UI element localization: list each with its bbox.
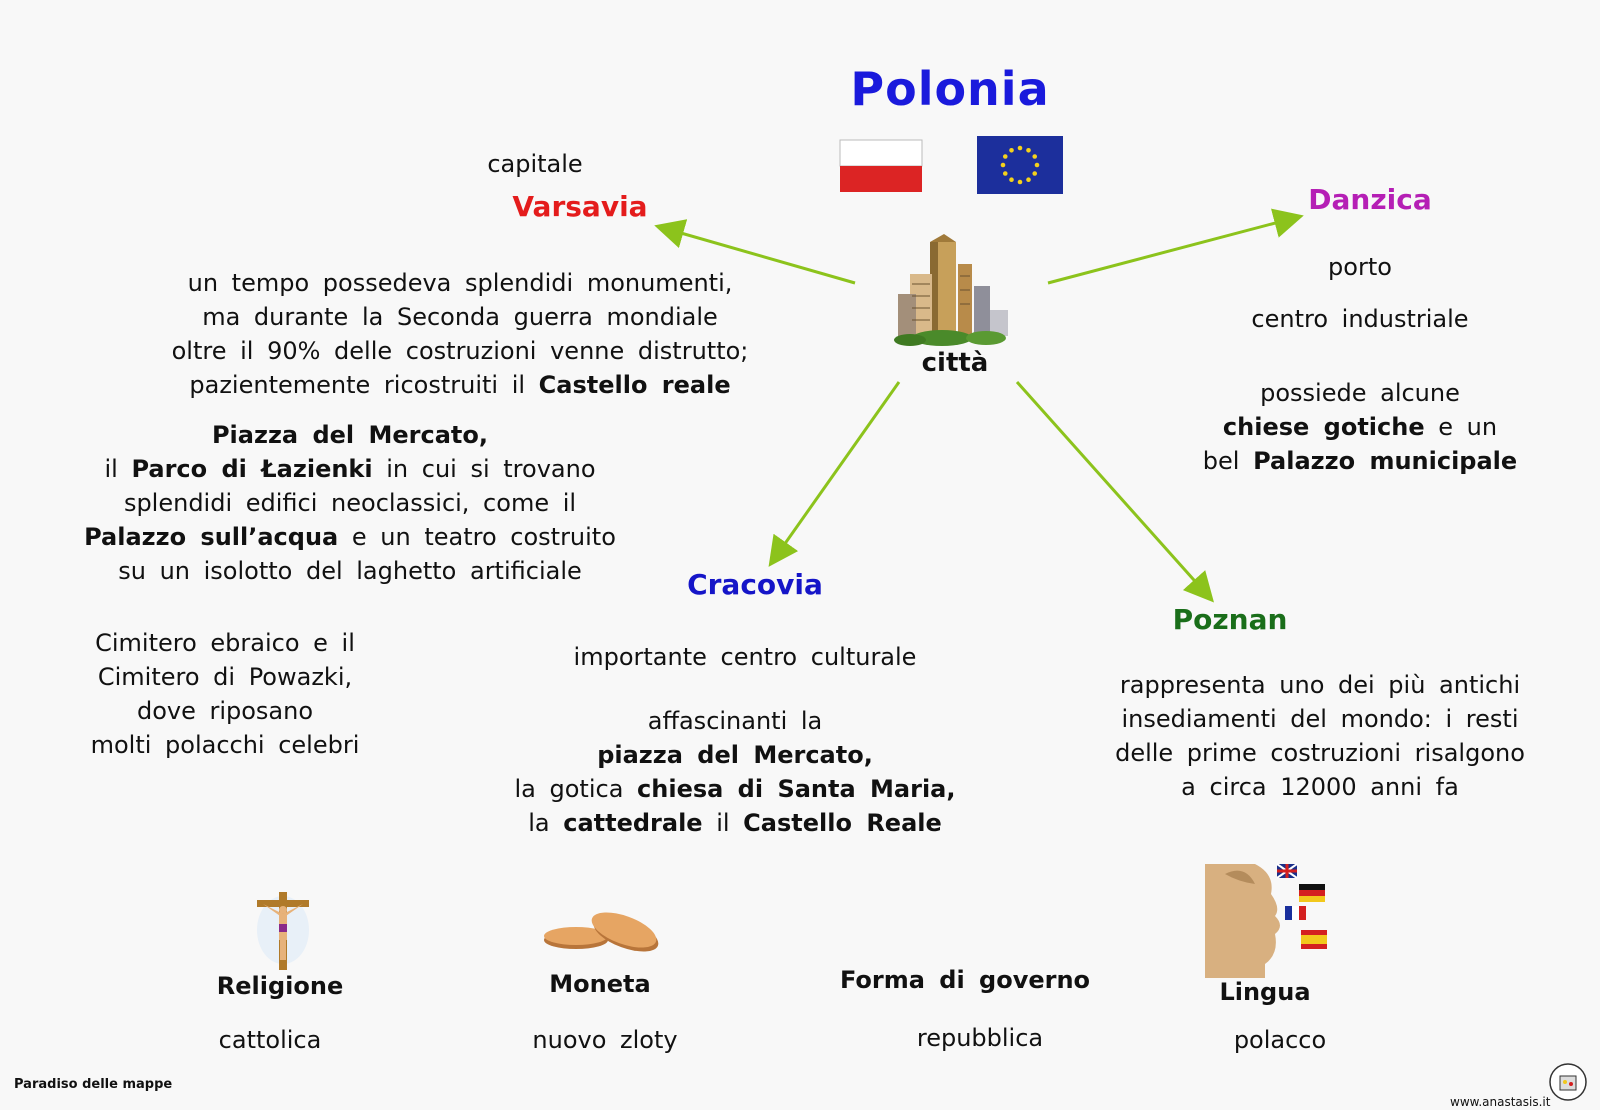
footer-website[interactable]: www.anastasis.it <box>1450 1095 1551 1109</box>
currency-label: Moneta <box>549 970 651 998</box>
eu-star <box>1032 154 1038 159</box>
religion-label: Religione <box>216 972 344 1000</box>
danzica-title: Danzica <box>1308 183 1432 216</box>
eu-star <box>1009 147 1014 153</box>
danzica-port-text: porto <box>1328 253 1392 281</box>
language-label: Lingua <box>1219 978 1311 1006</box>
poznan-title: Poznan <box>1172 603 1288 636</box>
coins-icon <box>544 912 659 952</box>
eu-star <box>1017 145 1023 151</box>
cracovia-culture-text: importante centro culturale <box>573 643 917 671</box>
eu-flag-icon <box>977 136 1063 194</box>
varsavia-title: Varsavia <box>512 190 648 223</box>
cracovia-title: Cracovia <box>687 568 823 601</box>
language-value: polacco <box>1233 1026 1327 1054</box>
eu-star <box>1032 171 1038 176</box>
capital-label: capitale <box>487 150 583 178</box>
arrow-to-cracovia <box>768 381 901 567</box>
arrow-to-poznan <box>1015 381 1214 603</box>
crucifix-icon <box>257 892 309 970</box>
danzica-industry-text: centro industriale <box>1251 305 1469 333</box>
language-head-icon <box>1205 863 1327 978</box>
eu-star <box>1002 154 1008 159</box>
eu-star <box>1017 179 1023 185</box>
poznan-history-text: rappresenta uno dei più antichi insediam… <box>1115 671 1525 801</box>
supermappe-stamp-icon <box>1549 1063 1587 1101</box>
cracovia-monuments-text: affascinanti la piazza del Mercato, la g… <box>514 707 956 837</box>
eu-star <box>1034 162 1040 168</box>
eu-star <box>1002 171 1008 176</box>
eu-star <box>1000 162 1006 168</box>
government-value: repubblica <box>916 1024 1044 1052</box>
page-title: Polonia <box>850 62 1050 116</box>
arrow-to-varsavia <box>654 219 856 285</box>
varsavia-history-text: un tempo possedeva splendidi monumenti, … <box>171 269 749 399</box>
center-node-label: città <box>921 348 989 378</box>
poland-flag-icon <box>839 139 923 192</box>
religion-value: cattolica <box>218 1026 322 1054</box>
varsavia-monuments-text: Piazza del Mercato, il Parco di Łazienki… <box>84 421 616 585</box>
eu-star <box>1026 147 1031 153</box>
footer-brand: Paradiso delle mappe <box>14 1077 173 1092</box>
city-buildings-icon <box>894 234 1008 346</box>
government-label: Forma di governo <box>839 966 1091 994</box>
eu-star <box>1009 177 1014 183</box>
arrow-to-danzica <box>1047 208 1304 285</box>
eu-star <box>1026 177 1031 183</box>
danzica-churches-text: possiede alcune chiese gotiche e un bel … <box>1202 379 1518 475</box>
currency-value: nuovo zloty <box>532 1026 678 1054</box>
varsavia-cemeteries-text: Cimitero ebraico e il Cimitero di Powazk… <box>90 629 360 759</box>
